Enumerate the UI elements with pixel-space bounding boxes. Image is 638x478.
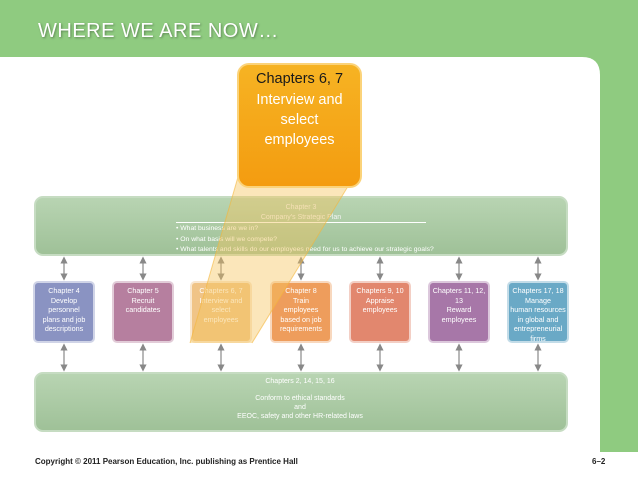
strategic-bullet: • What talents and skills do our employe… <box>176 246 434 253</box>
highlight-chapter: Chapters 6, 7 <box>255 71 344 87</box>
box-text: Manage human resources in global and ent… <box>510 295 566 343</box>
box-chapter: Chapter 8 <box>285 286 317 295</box>
box-text: Train employees based on job requirement… <box>280 295 322 334</box>
process-box-recruit: Chapter 5 Recruit candidates <box>112 281 174 343</box>
box-chapter: Chapters 9, 10 <box>356 286 404 295</box>
compliance-line3: EEOC, safety and other HR-related laws <box>237 413 363 420</box>
box-chapter: Chapters 11, 12, 13 <box>432 286 486 305</box>
highlight-text: Interview and select employees <box>256 92 343 148</box>
page-number: 6–2 <box>592 457 606 466</box>
compliance-line2: and <box>294 404 306 411</box>
strategic-bullet: • On what basis will we compete? <box>176 235 277 243</box>
box-chapter: Chapter 5 <box>127 286 159 295</box>
compliance-line1: Conform to ethical standards <box>255 395 345 402</box>
process-box-appraise: Chapters 9, 10 Appraise employees <box>349 281 411 343</box>
box-text: Appraise employees <box>362 295 398 315</box>
box-text: Interview and select employees <box>199 295 243 324</box>
highlight-box: Chapters 6, 7 Interview and select emplo… <box>237 63 362 188</box>
compliance-chapters: Chapters 2, 14, 15, 16 <box>265 378 335 385</box>
copyright-text: Copyright © 2011 Pearson Education, Inc.… <box>35 457 298 466</box>
process-box-train: Chapter 8 Train employees based on job r… <box>270 281 332 343</box>
strategic-chapter: Chapter 3 <box>285 204 317 211</box>
strategic-heading: Company's Strategic Plan <box>260 214 342 221</box>
process-box-manage: Chapters 17, 18 Manage human resources i… <box>507 281 569 343</box>
strategic-underline <box>176 222 426 223</box>
box-text: Develop personnel plans and job descript… <box>42 295 86 334</box>
box-text: Recruit candidates <box>125 295 161 315</box>
box-chapter: Chapters 17, 18 <box>512 286 564 295</box>
slide-title: WHERE WE ARE NOW… <box>38 20 279 42</box>
box-chapter: Chapters 6, 7 <box>199 286 243 295</box>
box-text: Reward employees <box>441 305 477 324</box>
strategic-bullet: • What business are we in? <box>176 225 259 232</box>
box-chapter: Chapter 4 <box>48 286 80 295</box>
process-box-reward: Chapters 11, 12, 13 Reward employees <box>428 281 490 343</box>
compliance-bar <box>34 372 568 432</box>
process-box-select: Chapters 6, 7 Interview and select emplo… <box>190 281 252 343</box>
process-box-plan: Chapter 4 Develop personnel plans and jo… <box>33 281 95 343</box>
strategic-bullets: • What business are we in? • On what bas… <box>176 224 434 256</box>
